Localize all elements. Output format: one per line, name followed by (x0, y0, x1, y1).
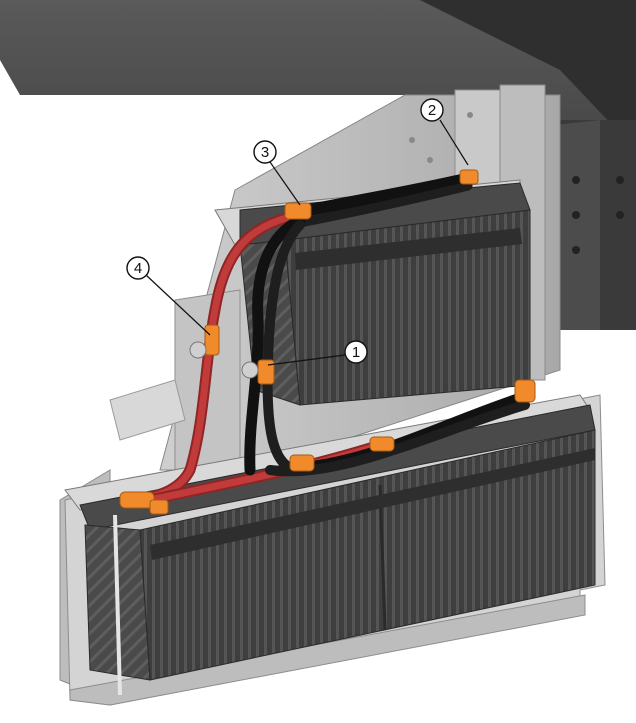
callout-1-label: 1 (352, 344, 360, 361)
callout-3-label: 3 (261, 144, 269, 161)
callout-2-label: 2 (428, 102, 436, 119)
callout-2: 2 (420, 98, 469, 166)
battery-cables (134, 172, 536, 506)
terminal-connectors (119, 169, 536, 515)
terminal-4 (204, 324, 220, 356)
callout-1: 1 (267, 340, 368, 366)
terminal-2 (459, 169, 479, 185)
callout-4: 4 (126, 256, 211, 336)
callout-3: 3 (253, 140, 301, 206)
terminal-1 (257, 359, 275, 385)
callout-4-label: 4 (134, 260, 142, 277)
terminal-3 (284, 202, 312, 220)
frame-rail (0, 0, 636, 330)
